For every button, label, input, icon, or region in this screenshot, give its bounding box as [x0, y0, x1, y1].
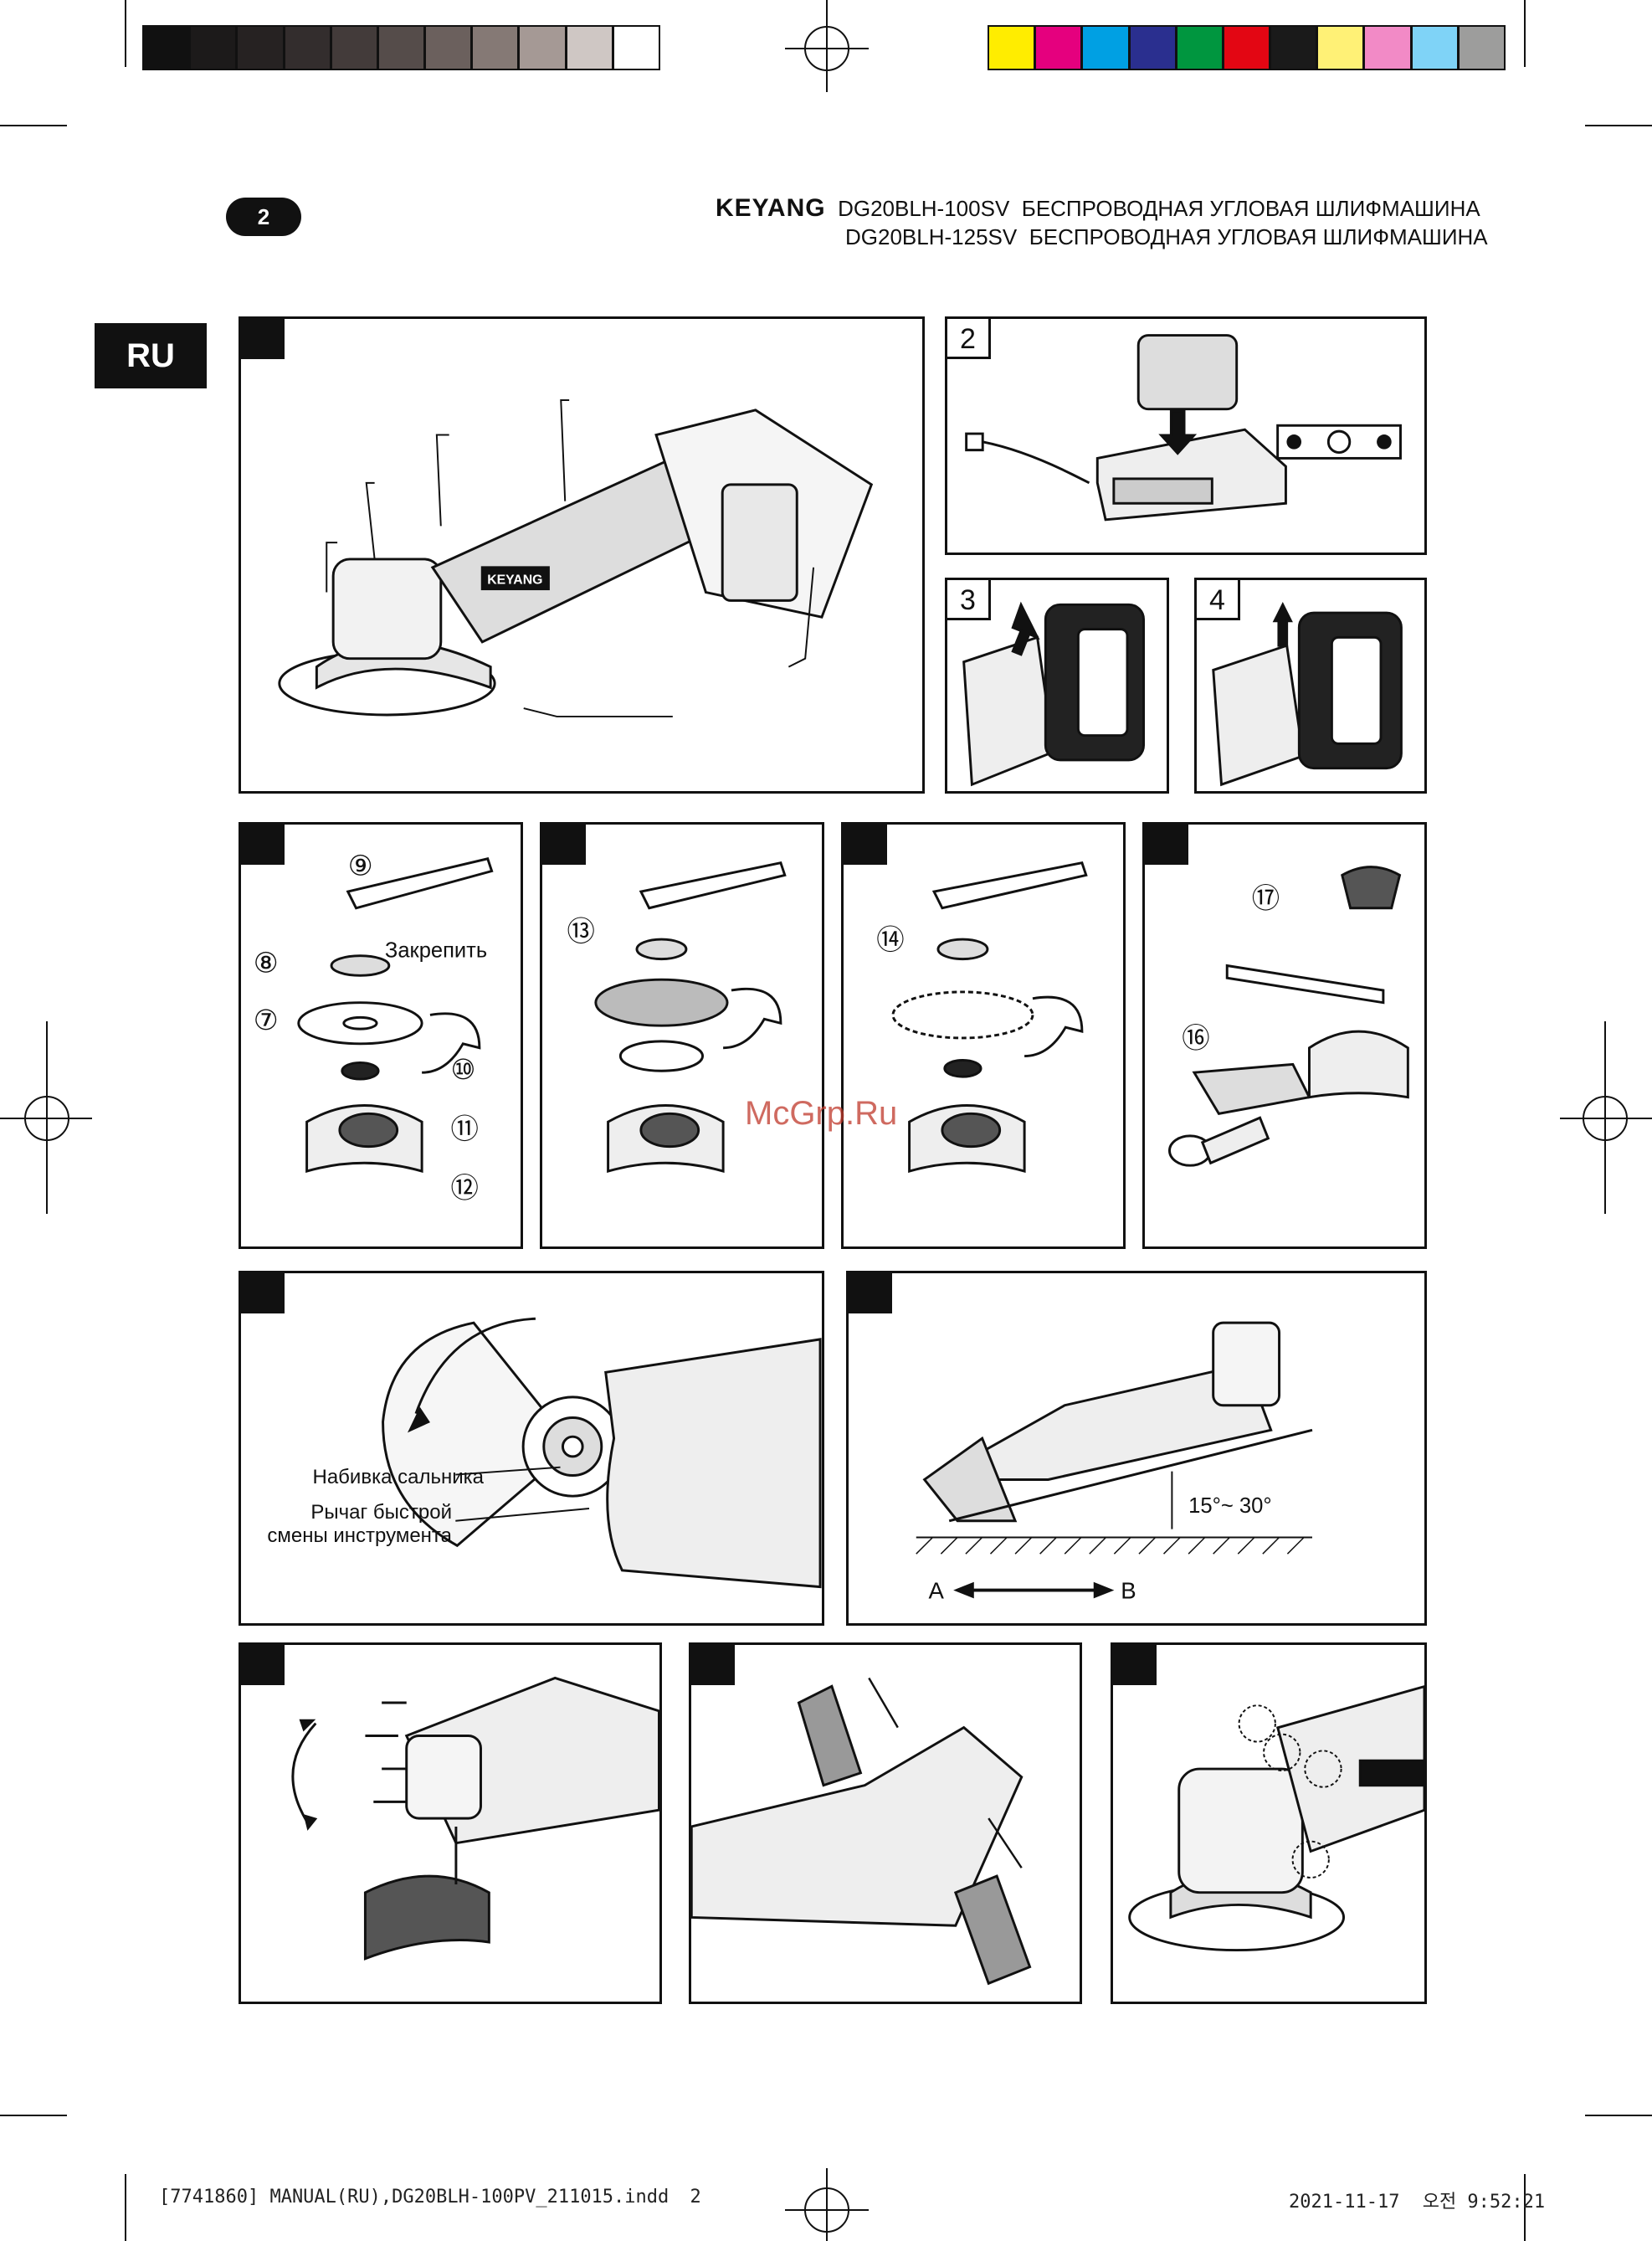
procbar-swatch — [1363, 25, 1411, 70]
panel-9-guard-lever: Набивка сальника Рычаг быстрой смены инс… — [239, 1271, 824, 1626]
panel-5-disc-assembly: ⑨ ⑧ ⑦ ⑩ ⑪ ⑫ Закрепить — [239, 822, 523, 1249]
footer-page: 2 — [690, 2187, 701, 2208]
diamond-blade-illustration: ⑭ — [844, 825, 1123, 1246]
graybar-swatch — [518, 25, 566, 70]
panel-7-diamond-blade: ⑭ — [841, 822, 1126, 1249]
footer-file-info: [7741860] MANUAL(RU),DG20BLH-100PV_21101… — [159, 2187, 701, 2208]
cutting-disc-illustration: ⑬ — [542, 825, 822, 1246]
procbar-swatch — [1458, 25, 1506, 70]
procbar-swatch — [1270, 25, 1317, 70]
language-tab: RU — [95, 323, 207, 388]
procbar-swatch — [1176, 25, 1224, 70]
graybar-swatch — [613, 25, 660, 70]
part-10-label: ⑩ — [451, 1053, 476, 1086]
graybar-swatch — [189, 25, 237, 70]
panel-13-screws — [1111, 1642, 1427, 2004]
graybar-swatch — [377, 25, 425, 70]
procbar-swatch — [1034, 25, 1082, 70]
quick-change-lever-label-1: Рычаг быстрой — [274, 1501, 452, 1524]
screws-illustration — [1113, 1645, 1424, 2002]
title-2: БЕСПРОВОДНАЯ УГЛОВАЯ ШЛИФМАШИНА — [1029, 224, 1488, 249]
procbar-swatch — [1129, 25, 1177, 70]
panel-3-insert-battery: 3 — [945, 578, 1169, 794]
header-line-1: KEYANG DG20BLH-100SV БЕСПРОВОДНАЯ УГЛОВА… — [716, 194, 1435, 223]
grinder-overview-illustration: KEYANG — [241, 319, 922, 791]
procbar-swatch — [1223, 25, 1270, 70]
procbar-swatch — [988, 25, 1035, 70]
wire-brush-illustration: ⑰ ⑯ — [1145, 825, 1424, 1246]
part-9-label: ⑨ — [348, 849, 373, 881]
footer-time: 오전 9:52:21 — [1423, 2192, 1545, 2213]
graybar-swatch — [236, 25, 284, 70]
procbar-swatch — [1316, 25, 1364, 70]
part-13-label: ⑬ — [567, 915, 594, 948]
graybar-swatch — [566, 25, 613, 70]
brand-logo: KEYANG — [716, 194, 826, 222]
panel-1-overview: KEYANG — [239, 316, 925, 794]
part-12-label: ⑫ — [451, 1172, 479, 1205]
insert-battery-illustration — [947, 580, 1167, 791]
panel-11-guard-mount — [239, 1642, 662, 2004]
footer-file: [7741860] MANUAL(RU),DG20BLH-100PV_21101… — [159, 2187, 669, 2208]
watermark: McGrp.Ru — [745, 1095, 897, 1133]
part-7-label: ⑦ — [254, 1004, 279, 1036]
language-label: RU — [126, 337, 175, 374]
panel-4-remove-battery: 4 — [1194, 578, 1427, 794]
panel-2-charger: 2 — [945, 316, 1427, 555]
part-17-label: ⑰ — [1252, 882, 1280, 915]
procbar-swatch — [1411, 25, 1459, 70]
model-2: DG20BLH-125SV — [845, 224, 1017, 249]
part-11-label: ⑪ — [451, 1113, 479, 1145]
guard-lever-illustration — [241, 1273, 822, 1623]
footer-timestamp: 2021-11-17 오전 9:52:21 — [1289, 2187, 1545, 2213]
panel-8-wire-brush: ⑰ ⑯ — [1142, 822, 1427, 1249]
guard-mount-illustration — [241, 1645, 659, 2002]
part-14-label: ⑭ — [876, 923, 904, 956]
quick-change-lever-label-2: смены инструмента — [259, 1524, 452, 1548]
graybar-swatch — [424, 25, 472, 70]
graybar-swatch — [471, 25, 519, 70]
covers-illustration — [691, 1645, 1080, 2002]
part-8-label: ⑧ — [254, 946, 279, 979]
angle-label: 15°~ 30° — [1188, 1494, 1272, 1518]
graybar-swatch — [284, 25, 331, 70]
page-number: 2 — [258, 204, 269, 229]
footer-date: 2021-11-17 — [1289, 2192, 1399, 2213]
panel-10-grinding-angle: 15°~ 30° A B — [846, 1271, 1427, 1626]
tighten-label: Закрепить — [385, 939, 487, 963]
graybar-swatch — [142, 25, 190, 70]
gland-packing-label: Набивка сальника — [274, 1466, 484, 1489]
tool-logo-text: KEYANG — [487, 573, 542, 588]
page-number-badge: 2 — [226, 198, 301, 236]
graybar-swatch — [331, 25, 378, 70]
grinding-angle-illustration: 15°~ 30° A B — [849, 1273, 1424, 1623]
title-1: БЕСПРОВОДНАЯ УГЛОВАЯ ШЛИФМАШИНА — [1022, 196, 1480, 221]
part-16-label: ⑯ — [1182, 1022, 1209, 1055]
charger-illustration — [947, 319, 1424, 553]
remove-battery-illustration — [1197, 580, 1424, 791]
panel-12-covers — [689, 1642, 1082, 2004]
disc-assembly-illustration: ⑨ ⑧ ⑦ ⑩ ⑪ ⑫ Закрепить — [241, 825, 521, 1246]
direction-a-label: A — [929, 1577, 945, 1603]
direction-b-label: B — [1121, 1577, 1136, 1603]
procbar-swatch — [1081, 25, 1129, 70]
model-1: DG20BLH-100SV — [838, 196, 1009, 221]
header-line-2: DG20BLH-125SV БЕСПРОВОДНАЯ УГЛОВАЯ ШЛИФМ… — [845, 224, 1448, 250]
panel-6-cutting-disc: ⑬ — [540, 822, 824, 1249]
